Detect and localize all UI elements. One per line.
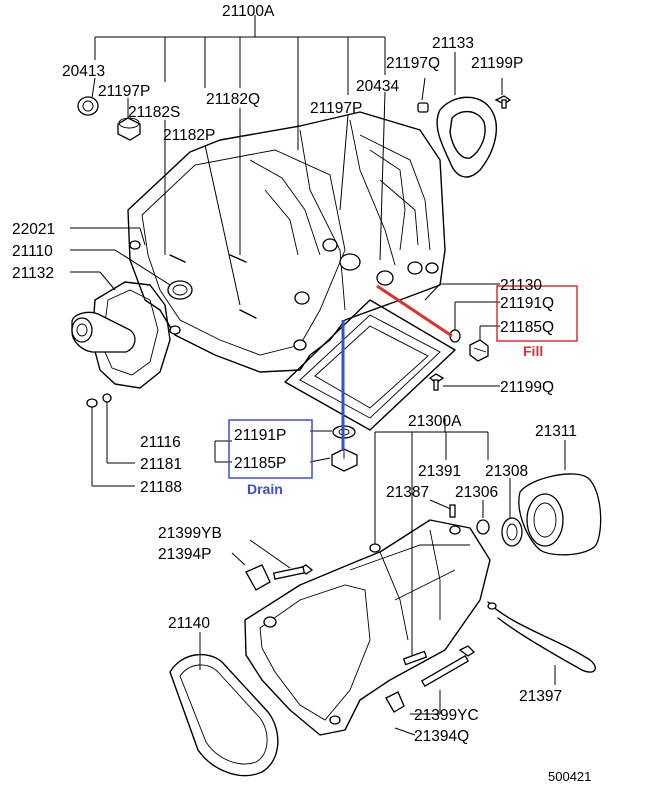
label-21191P: 21191P bbox=[234, 427, 286, 444]
label-21197P-mid: 21197P bbox=[310, 100, 362, 117]
label-21130: 21130 bbox=[500, 277, 542, 294]
bolt-21399YC bbox=[420, 645, 476, 687]
label-21182Q: 21182Q bbox=[206, 91, 260, 108]
label-21394P: 21394P bbox=[158, 546, 211, 563]
bolt-21199Q bbox=[428, 373, 445, 391]
fill-highlight bbox=[376, 284, 578, 342]
bracket-21394Q bbox=[385, 691, 405, 713]
label-21300A: 21300A bbox=[408, 413, 462, 430]
bracket-21394P bbox=[245, 564, 271, 591]
pin-21391 bbox=[449, 504, 456, 518]
seal-21308 bbox=[501, 517, 523, 547]
drain-highlight bbox=[228, 320, 345, 479]
label-21182S: 21182S bbox=[128, 104, 180, 121]
stud-21387 bbox=[402, 650, 428, 666]
label-20434: 20434 bbox=[356, 78, 399, 95]
label-21306: 21306 bbox=[455, 484, 498, 501]
leader-lines bbox=[70, 15, 566, 736]
label-21397: 21397 bbox=[519, 688, 562, 705]
label-21132: 21132 bbox=[12, 265, 54, 282]
bolt-21199P bbox=[494, 95, 512, 109]
gasket-21140 bbox=[169, 653, 279, 777]
label-21185P: 21185P bbox=[234, 455, 286, 472]
label-21199Q: 21199Q bbox=[500, 379, 554, 396]
label-21387: 21387 bbox=[386, 484, 429, 501]
label-21133: 21133 bbox=[432, 35, 474, 52]
seal-20413 bbox=[77, 96, 99, 116]
label-21399YC: 21399YC bbox=[414, 707, 479, 724]
front-cover-21110 bbox=[71, 280, 193, 389]
fill-plug-21185Q bbox=[469, 339, 489, 362]
label-21308: 21308 bbox=[485, 463, 528, 480]
label-21191Q: 21191Q bbox=[500, 295, 554, 312]
gasket-21133 bbox=[436, 96, 497, 178]
label-21394Q: 21394Q bbox=[414, 728, 469, 745]
fill-label: Fill bbox=[523, 343, 543, 359]
label-21116: 21116 bbox=[140, 434, 181, 451]
label-figure-number: 500421 bbox=[548, 769, 591, 784]
label-21197Q: 21197Q bbox=[386, 55, 440, 72]
label-21199P: 21199P bbox=[471, 55, 523, 72]
drain-plug-21185P bbox=[331, 448, 358, 472]
bushing-21197P bbox=[117, 117, 141, 141]
label-21182P: 21182P bbox=[163, 127, 215, 144]
label-21311: 21311 bbox=[535, 423, 577, 440]
label-21185Q: 21185Q bbox=[500, 319, 554, 336]
label-21188: 21188 bbox=[140, 479, 182, 496]
label-21181: 21181 bbox=[140, 456, 182, 473]
annotation-labels: Drain Fill bbox=[247, 343, 543, 497]
label-21399YB: 21399YB bbox=[158, 525, 222, 542]
label-21197P-top: 21197P bbox=[98, 83, 150, 100]
washer-21188 bbox=[86, 398, 98, 408]
rear-extension-21300A bbox=[244, 519, 491, 736]
label-20413: 20413 bbox=[62, 63, 105, 80]
cable-21397 bbox=[487, 601, 596, 673]
rear-housing-21311 bbox=[518, 473, 602, 556]
bolt-21399YB bbox=[272, 564, 314, 580]
label-21140: 21140 bbox=[168, 615, 210, 632]
label-21110: 21110 bbox=[12, 243, 53, 260]
transmission-case-21100A bbox=[127, 111, 446, 373]
drain-label: Drain bbox=[247, 481, 283, 497]
plug-21306 bbox=[476, 519, 490, 535]
plug-21197Q bbox=[417, 102, 429, 113]
callout-labels: 21100A 20413 21197P 21182S 21182Q 21182P… bbox=[12, 3, 591, 784]
label-21100A: 21100A bbox=[222, 3, 275, 20]
label-21391: 21391 bbox=[418, 463, 461, 480]
washer-21181 bbox=[102, 393, 112, 403]
label-22021: 22021 bbox=[12, 221, 55, 238]
